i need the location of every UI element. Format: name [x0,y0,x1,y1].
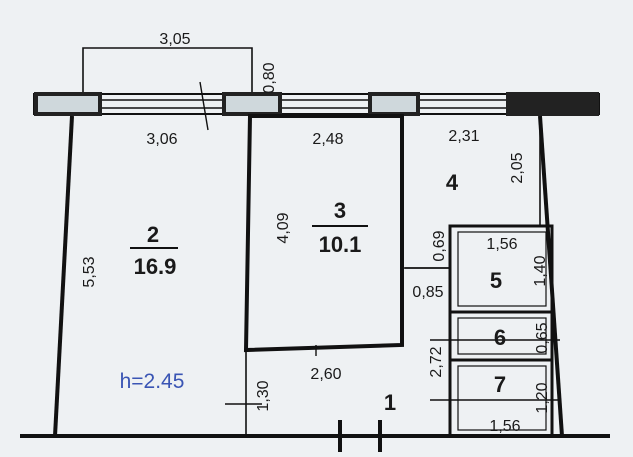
dim-room5-width: 1,56 [486,236,517,253]
dim-room7-length: 1,20 [534,382,551,413]
dim-room5-side: 0,85 [412,284,443,301]
pier-fill-1 [38,96,98,112]
ceiling-height: h=2.45 [120,370,185,393]
dim-room3-width: 2,48 [312,131,343,148]
dim-room4-length: 2,05 [509,152,526,183]
room-7-inner [457,365,547,431]
wall-pier-4 [506,92,599,116]
room-6-number: 6 [494,325,506,350]
dim-room3-length: 4,09 [275,212,292,243]
balcony-outline [82,47,253,96]
room-7-number: 7 [494,372,506,397]
dim-room5-length: 1,40 [532,255,549,286]
room-5-inner [457,231,547,307]
room-5-number: 5 [490,268,502,293]
dim-corridor-gap: 0,69 [431,230,448,261]
dim-room3-bottom: 2,60 [310,366,341,383]
dim-hall-depth: 1,30 [255,380,272,411]
dim-room2-length: 5,53 [81,256,98,287]
dim-hall-width: 2,72 [428,346,445,377]
room-3-number: 3 [334,198,346,223]
corridor-wall [401,267,450,345]
room-3-area: 10.1 [319,232,362,257]
room-4-number: 4 [446,170,459,195]
dim-room2-width: 3,06 [146,131,177,148]
room-2-number: 2 [147,222,159,247]
dim-balcony-depth: 0,80 [261,62,278,93]
room-6-inner [457,317,547,355]
dim-room6-length: 0,65 [534,322,551,353]
dim-room7-width: 1,56 [489,418,520,435]
tick-mark-1 [199,81,209,131]
room-7-walls [448,358,554,438]
pier-fill-3 [372,96,416,112]
dim-room4-width: 2,31 [448,128,479,145]
dim-balcony-width: 3,05 [159,31,190,48]
room-1-number: 1 [384,390,396,415]
left-wall [53,115,74,437]
room-2-area: 16.9 [134,254,177,279]
pier-fill-2 [226,96,278,112]
